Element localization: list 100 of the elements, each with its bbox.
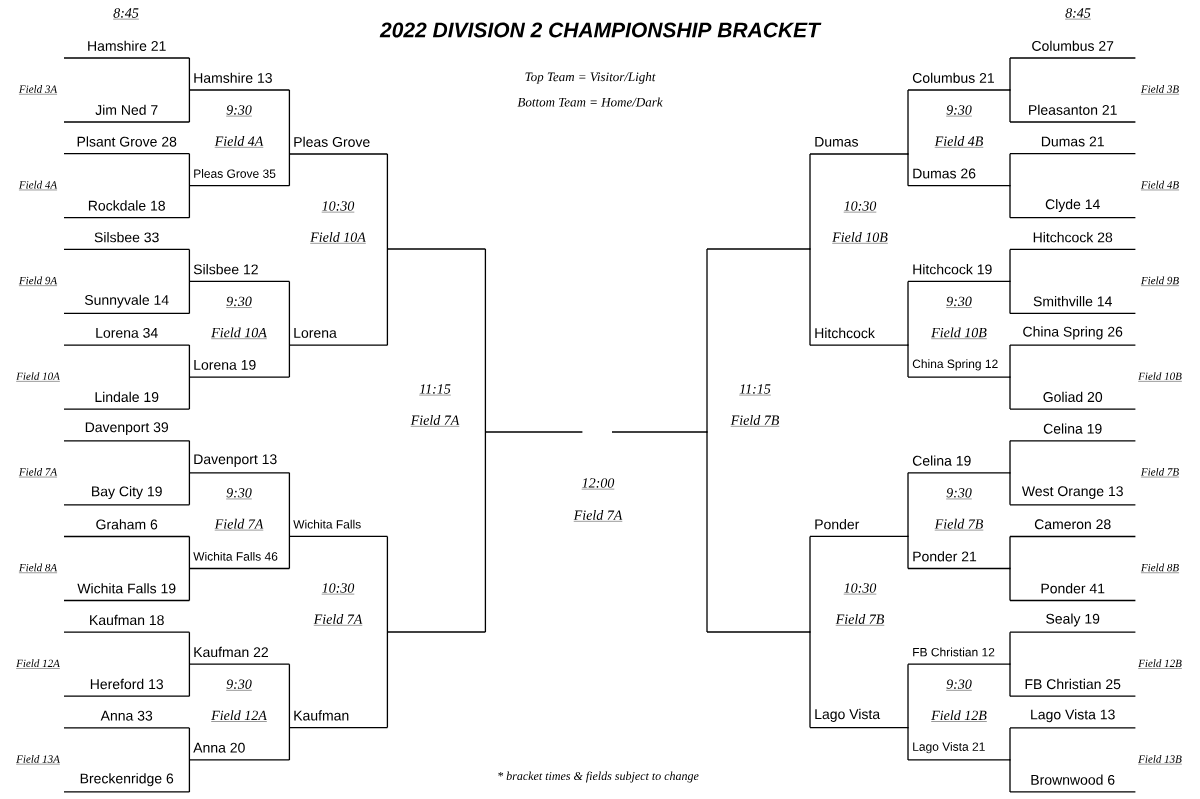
field-label: Field 4B <box>934 136 984 148</box>
team-slot: Anna 20 <box>188 742 291 761</box>
field-label: Field 12A <box>15 659 61 669</box>
team-slot: Lorena 34 <box>63 327 191 346</box>
game-time: 9:30 <box>226 105 253 117</box>
bracket-connector <box>188 440 191 474</box>
team-slot: West Orange 13 <box>1009 486 1137 506</box>
bracket-connector <box>288 280 291 346</box>
bracket-connector <box>188 280 191 315</box>
team-slot: Wichita Falls <box>288 519 389 538</box>
bracket-connector <box>1009 57 1012 91</box>
field-label: Field 10A <box>211 327 267 339</box>
game-time: 9:30 <box>945 488 973 500</box>
field-label: Field 12B <box>1137 659 1183 669</box>
bracket-connector <box>809 535 812 633</box>
team-slot: Kaufman 18 <box>63 614 191 633</box>
bracket-connector <box>288 153 291 187</box>
team-slot: Rockdale 18 <box>63 200 191 219</box>
game-time: 9:30 <box>945 679 973 691</box>
field-label: Field 7A <box>573 510 623 522</box>
team-slot: Dumas 26 <box>907 168 1012 187</box>
game-time: 10:30 <box>321 201 355 213</box>
bracket-connector <box>1009 344 1012 378</box>
bracket-connector <box>188 727 191 761</box>
game-time: 9:30 <box>226 296 253 308</box>
team-slot: Hitchcock 28 <box>1009 232 1137 251</box>
team-slot: Breckenridge 6 <box>63 773 191 793</box>
bracket-connector <box>706 248 709 433</box>
bracket-line <box>706 248 812 250</box>
bracket-connector <box>809 631 812 729</box>
field-label: Field 10B <box>931 327 987 339</box>
bracket-connector <box>809 153 812 250</box>
team-slot: Graham 6 <box>63 519 191 538</box>
team-slot: Lago Vista 13 <box>1009 709 1137 729</box>
team-slot: Cameron 28 <box>1009 519 1137 538</box>
bracket-connector <box>907 535 910 570</box>
team-slot: Sunnyvale 14 <box>63 294 191 315</box>
bracket-connector <box>1009 535 1012 570</box>
team-slot: Columbus 27 <box>1009 40 1137 59</box>
bracket-connector <box>188 153 191 187</box>
bracket-connector <box>288 726 291 761</box>
game-time: 10:30 <box>843 583 877 595</box>
game-time: 12:00 <box>581 478 615 490</box>
bracket-connector <box>1009 440 1012 474</box>
team-slot: Lorena 19 <box>188 359 291 378</box>
game-time: 9:30 <box>226 679 253 691</box>
team-slot: Dumas <box>809 136 910 155</box>
bracket-connector <box>288 663 291 729</box>
field-label: Field 7B <box>730 415 780 427</box>
bracket-connector <box>907 472 910 538</box>
team-slot: Kaufman <box>288 710 389 729</box>
team-slot: Pleasanton 21 <box>1009 104 1137 123</box>
team-slot: China Spring 26 <box>1009 326 1137 346</box>
bracket-connector <box>188 57 191 91</box>
team-slot: Wichita Falls 46 <box>188 551 291 570</box>
team-slot: Sealy 19 <box>1009 613 1137 633</box>
field-label: Field 7A <box>214 518 264 531</box>
team-slot: Hamshire 21 <box>63 40 191 59</box>
bracket-connector <box>188 376 191 410</box>
team-slot: Lago Vista 21 <box>907 742 1012 761</box>
bracket-connector <box>1009 376 1012 410</box>
bracket-connector <box>1009 759 1012 793</box>
bracket-connector <box>1009 89 1012 123</box>
team-slot: Ponder <box>809 519 910 538</box>
bracket-connector <box>386 535 389 633</box>
team-slot: Ponder 21 <box>907 551 1012 570</box>
team-slot: FB Christian 25 <box>1009 678 1137 697</box>
field-label: Field 7A <box>18 467 58 478</box>
bracket-connector <box>1009 185 1012 219</box>
field-label: Field 4A <box>18 180 58 191</box>
field-label: Field 9A <box>18 276 58 286</box>
team-slot: Silsbee 33 <box>63 232 191 251</box>
game-time: 8:45 <box>1064 8 1092 20</box>
bracket-connector <box>188 759 191 793</box>
bracket-connector <box>288 535 291 570</box>
bracket-connector <box>1009 631 1012 665</box>
team-slot: Bay City 19 <box>63 486 191 506</box>
field-label: Field 7A <box>313 614 363 626</box>
game-time: 11:15 <box>739 384 772 396</box>
bracket-connector <box>1009 727 1012 761</box>
game-time: 9:30 <box>945 296 973 308</box>
game-time: 10:30 <box>321 583 355 595</box>
team-slot: Silsbee 12 <box>188 264 291 283</box>
bracket-connector <box>1009 153 1012 187</box>
bracket-connector <box>1009 248 1012 283</box>
bracket-line <box>611 431 709 433</box>
field-label: Field 7B <box>934 518 984 531</box>
field-label: Field 10A <box>310 232 366 244</box>
bracket-connector <box>484 248 487 433</box>
team-slot: Lorena <box>288 328 389 346</box>
bracket-connector <box>907 153 910 187</box>
bracket-connector <box>907 726 910 761</box>
team-slot: Anna 33 <box>63 710 191 729</box>
field-label: Field 7A <box>410 415 460 427</box>
game-time: 8:45 <box>112 8 140 20</box>
bracket-line <box>386 248 487 250</box>
team-slot: Celina 19 <box>1009 423 1137 442</box>
team-slot: Brownwood 6 <box>1009 774 1137 793</box>
field-label: Field 10B <box>1137 372 1183 382</box>
team-slot: Ponder 41 <box>1009 583 1137 602</box>
